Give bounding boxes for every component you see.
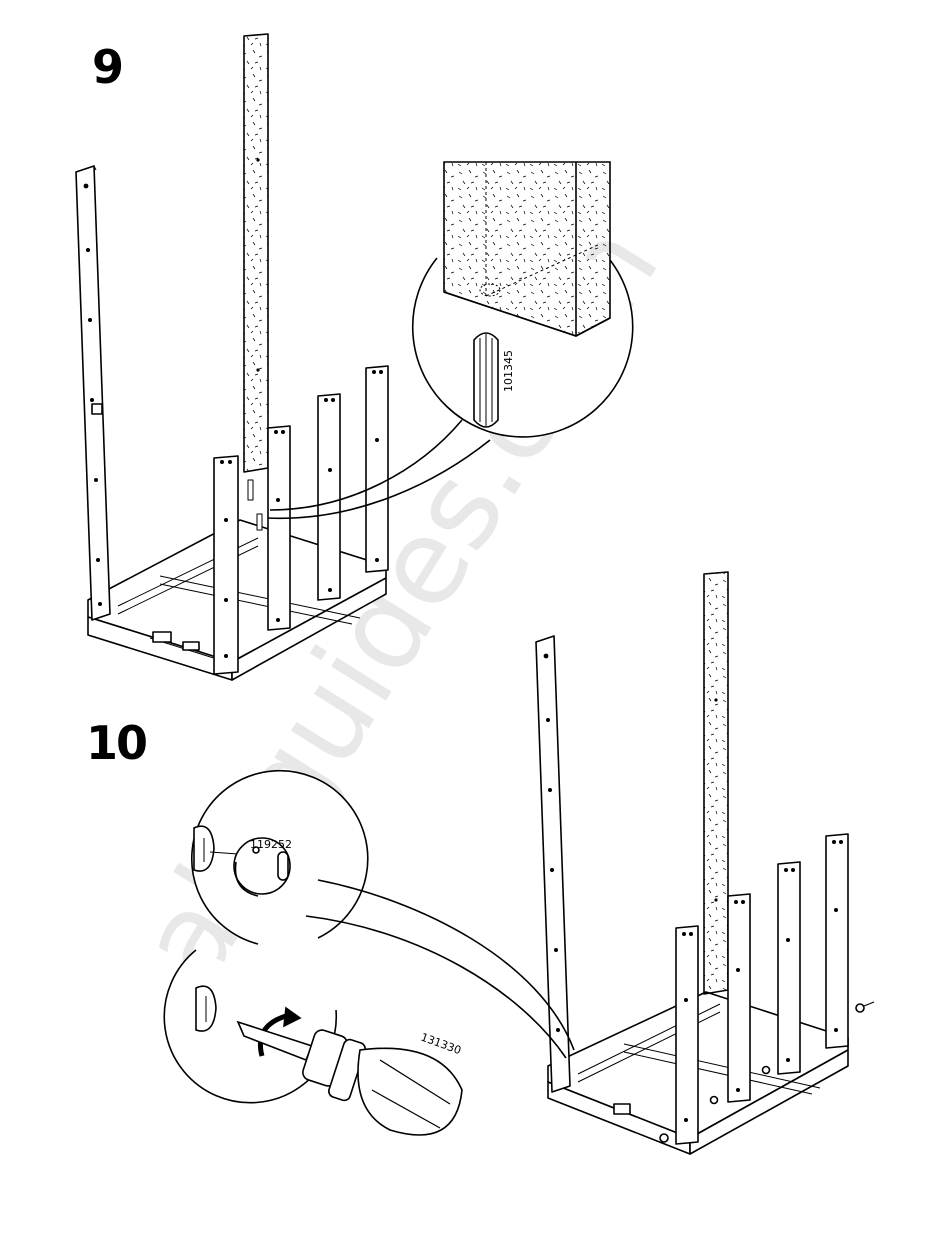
step9-frame [76, 34, 388, 680]
step10-screwdriver-callout [164, 950, 462, 1135]
step10-frame [536, 572, 874, 1154]
part-number-101345: 101345 [502, 350, 515, 392]
step-number-10: 10 [86, 720, 146, 766]
part-number-131330: 131330 [419, 1031, 463, 1058]
step-number-9: 9 [92, 44, 122, 90]
part-number-119252: 119252 [250, 838, 292, 851]
dowel-101345 [474, 333, 498, 427]
